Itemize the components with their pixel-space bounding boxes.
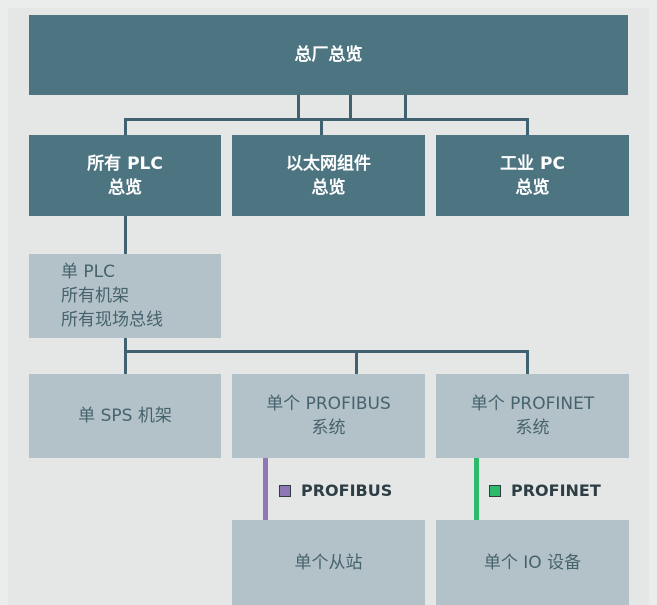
- connector-top-v2: [349, 95, 352, 120]
- ethernet-line1: 以太网组件: [286, 153, 371, 174]
- profinet-bus-line: [474, 458, 479, 520]
- single-slave-box: 单个从站: [232, 520, 425, 605]
- all-plc-line1: 所有 PLC: [87, 153, 163, 174]
- single-slave-label: 单个从站: [294, 552, 363, 573]
- profibus-legend-label: PROFIBUS: [301, 481, 393, 500]
- connector-branch-1: [124, 118, 127, 135]
- connector-mid-3: [526, 350, 529, 374]
- single-profinet-system-box: 单个 PROFINET 系统: [436, 374, 629, 458]
- connector-mid-1: [124, 350, 127, 374]
- profinet-system-line2: 系统: [515, 418, 550, 438]
- profibus-swatch-icon: [279, 484, 291, 497]
- profibus-system-line1: 单个 PROFIBUS: [266, 394, 391, 414]
- industrial-pc-line2: 总览: [515, 177, 550, 198]
- single-plc-line3: 所有现场总线: [61, 310, 163, 330]
- connector-plc-down: [124, 216, 127, 254]
- single-profibus-system-box: 单个 PROFIBUS 系统: [232, 374, 425, 458]
- single-plc-line1: 单 PLC: [61, 262, 115, 282]
- single-sps-rack-box: 单 SPS 机架: [29, 374, 221, 458]
- connector-branch-3: [526, 118, 529, 135]
- profinet-legend-label: PROFINET: [511, 481, 601, 500]
- all-plc-line2: 总览: [108, 177, 142, 198]
- connector-top-h: [124, 118, 529, 121]
- industrial-pc-overview-box: 工业 PC 总览: [436, 135, 629, 216]
- all-plc-overview-box: 所有 PLC 总览: [29, 135, 221, 216]
- ethernet-line2: 总览: [311, 177, 346, 198]
- single-io-device-box: 单个 IO 设备: [436, 520, 629, 605]
- profinet-swatch-icon: [489, 484, 501, 497]
- profinet-legend: PROFINET: [489, 481, 601, 500]
- connector-mid-2: [355, 350, 358, 374]
- plant-overview-box: 总厂总览: [29, 15, 628, 95]
- ethernet-components-overview-box: 以太网组件 总览: [232, 135, 425, 216]
- profibus-system-line2: 系统: [311, 418, 346, 438]
- connector-mid-h: [124, 350, 529, 353]
- single-io-device-label: 单个 IO 设备: [483, 552, 582, 573]
- profibus-bus-line: [263, 458, 268, 520]
- single-plc-box: 单 PLC 所有机架 所有现场总线: [29, 254, 221, 338]
- connector-branch-2: [320, 118, 323, 135]
- single-plc-line2: 所有机架: [61, 286, 129, 306]
- industrial-pc-line1: 工业 PC: [500, 153, 565, 174]
- profibus-legend: PROFIBUS: [279, 481, 392, 500]
- profinet-system-line1: 单个 PROFINET: [470, 394, 595, 414]
- connector-top-v3: [404, 95, 407, 120]
- connector-top-v1: [297, 95, 300, 120]
- connector-single-plc-down: [124, 338, 127, 352]
- single-sps-rack-label: 单 SPS 机架: [78, 406, 172, 426]
- plant-overview-label: 总厂总览: [294, 45, 363, 65]
